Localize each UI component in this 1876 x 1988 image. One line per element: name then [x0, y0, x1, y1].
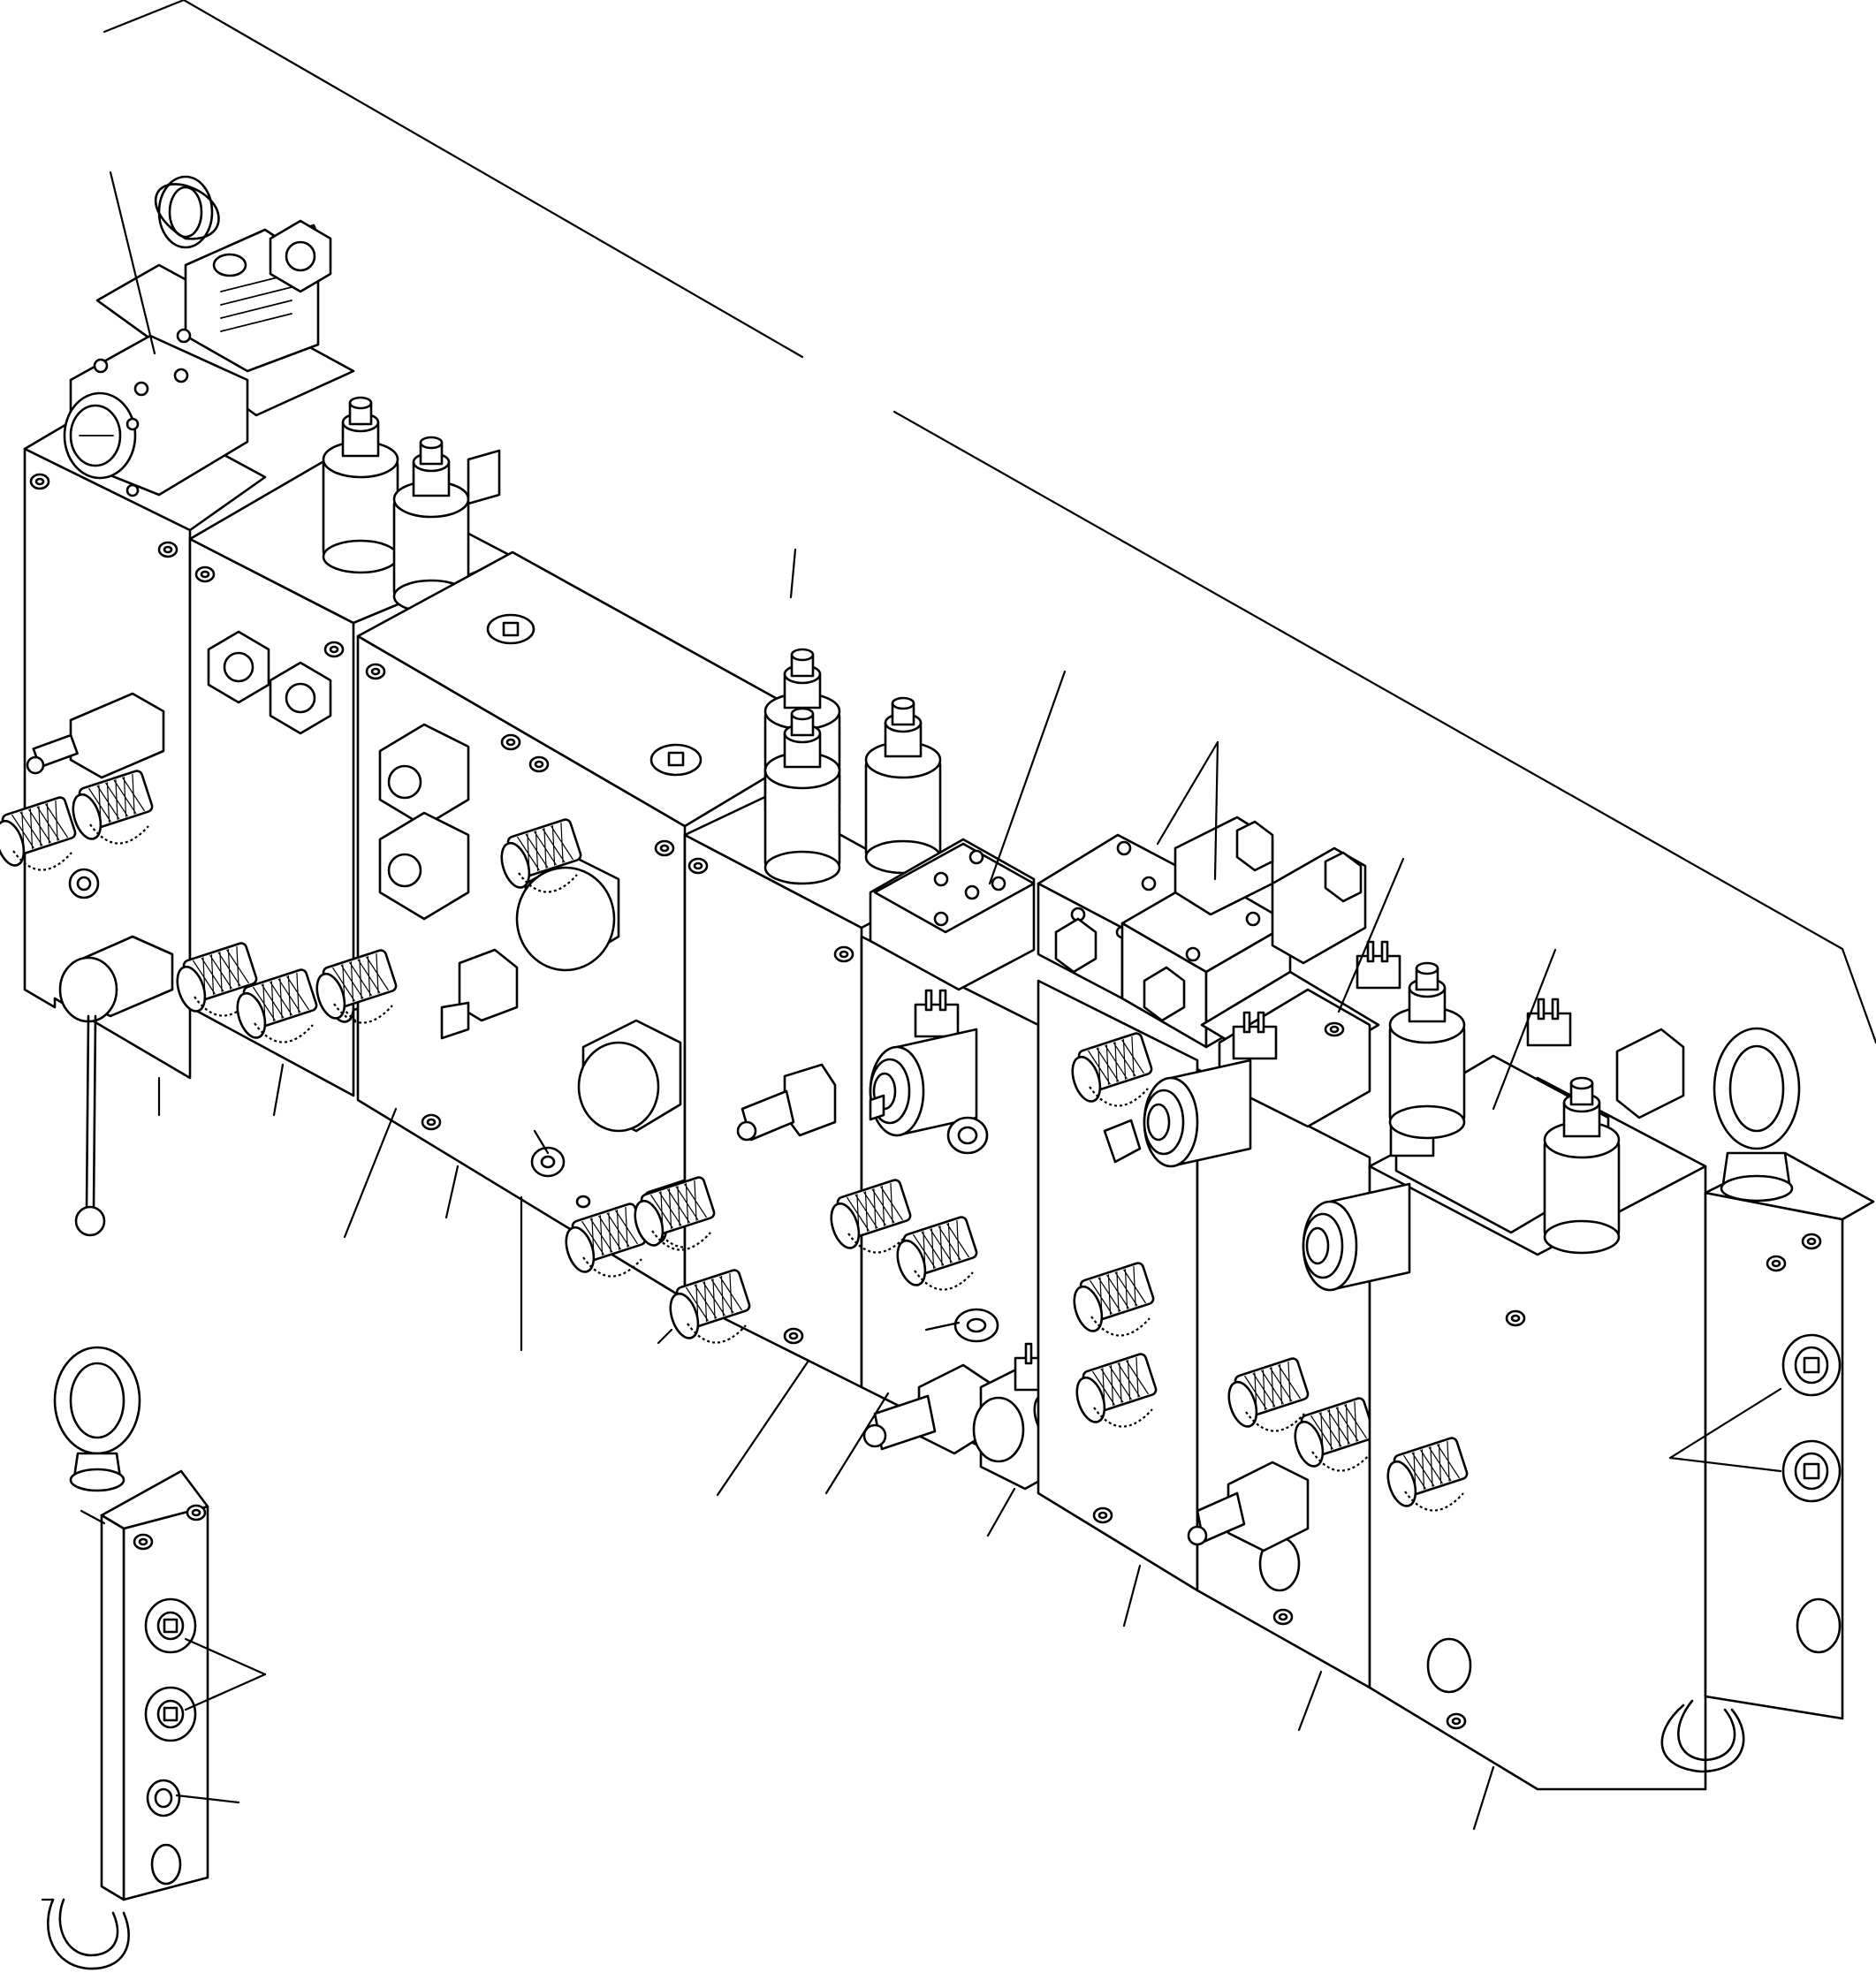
end-block-right	[1660, 1027, 1875, 1773]
fittings-left-block	[0, 692, 174, 1237]
valve-section-2	[171, 396, 514, 1117]
solenoid-valve-top-left	[63, 175, 355, 497]
valve-section-3	[310, 550, 841, 1352]
detached-end-plate	[41, 1346, 267, 1970]
reference-lines	[103, 0, 1876, 1044]
valve-section-5	[824, 670, 1116, 1537]
leader-lines	[109, 171, 156, 355]
valve-section-8	[1302, 948, 1707, 1831]
